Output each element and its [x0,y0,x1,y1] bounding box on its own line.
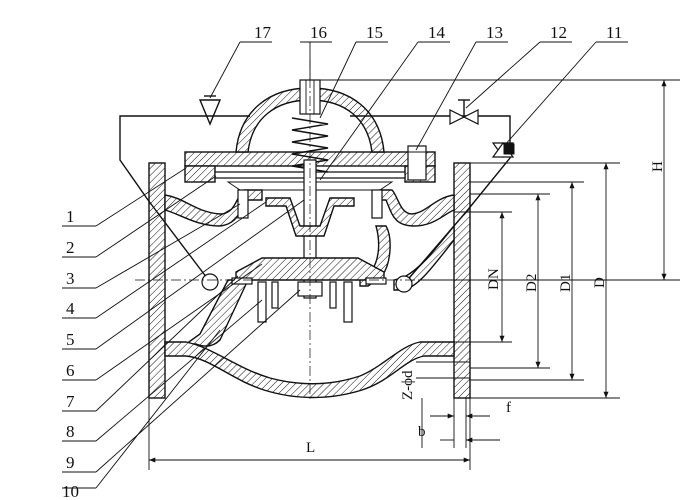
left-partition [183,279,250,347]
disc-guide [265,197,355,237]
dimensions [148,79,680,470]
stem-disc [231,159,387,323]
top-leaders [209,41,628,181]
dim-f: f [506,400,511,416]
callout-12: 12 [550,23,567,42]
callout-13: 13 [486,23,503,42]
dim-DN: DN [486,268,502,290]
dim-z-phi-d: Z-ϕd [400,370,416,400]
bonnet [184,79,436,191]
guide-leg-4 [329,281,337,309]
bottom-bowl [164,341,455,399]
dim-b: b [418,424,426,440]
pilot-tubing [119,95,515,293]
guide-leg-1 [257,281,267,323]
callout-5: 5 [66,330,75,349]
tube-left-diagonal [147,199,211,283]
callout-10: 10 [62,482,79,500]
dim-H: H [650,161,666,172]
tube-left [119,115,250,201]
callout-1: 1 [66,207,75,226]
callout-3: 3 [66,269,75,288]
cover-bolt [407,145,427,181]
ball-valve-icon [491,141,515,159]
valve-body [148,162,471,399]
left-port [201,273,219,291]
dim-L: L [306,440,315,456]
guide-leg-3 [343,281,353,323]
right-flange [453,162,471,399]
callout-14: 14 [428,23,446,42]
callout-15: 15 [366,23,383,42]
callout-11: 11 [606,23,622,42]
callout-6: 6 [66,361,75,380]
dome-cover [235,87,385,153]
needle-valve-icon [449,99,479,125]
callout-9: 9 [66,453,75,472]
callout-8: 8 [66,422,75,441]
dim-D1: D1 [558,274,574,292]
callout-17: 17 [254,23,272,42]
guide-leg-2 [271,281,279,309]
callout-4: 4 [66,299,75,318]
callout-2: 2 [66,238,75,257]
seat-ring-right [365,277,387,285]
filter-icon [198,99,222,126]
left-leaders [62,167,305,489]
dim-D2: D2 [524,274,540,292]
callout-7: 7 [66,392,75,411]
dim-D: D [592,277,608,288]
body-bolt-right [371,189,383,219]
callout-16: 16 [310,23,327,42]
left-flange [148,162,166,399]
upper-right-wall [379,189,455,227]
right-port [395,275,413,293]
